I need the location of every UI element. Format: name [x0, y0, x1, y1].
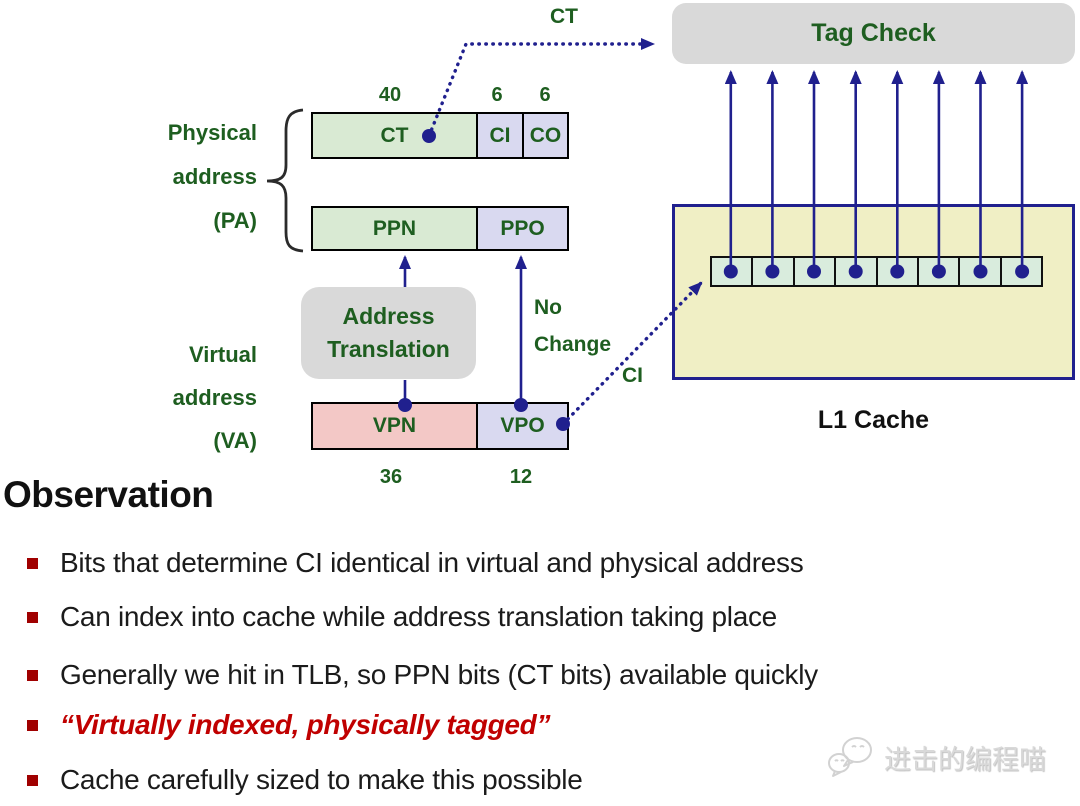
cache-cell — [834, 258, 876, 285]
vpn-field-label: VPN — [372, 414, 417, 437]
co-bits-label: 6 — [539, 84, 551, 106]
co-field: CO — [522, 114, 567, 157]
cache-cell — [958, 258, 1000, 285]
bullet-text: “Virtually indexed, physically tagged” — [60, 709, 551, 740]
bullet-text: Generally we hit in TLB, so PPN bits (CT… — [60, 659, 818, 690]
ppn-field-label: PPN — [372, 216, 417, 240]
vpo-field: VPO — [476, 404, 567, 448]
physical-address-line3: (PA) — [213, 208, 257, 233]
no-change-label: No Change — [534, 289, 611, 363]
vpo-field-label: VPO — [500, 414, 545, 437]
physical-address-line2: address — [172, 164, 257, 189]
cache-cell — [875, 258, 917, 285]
physical-address-label: Physical address (PA) — [40, 111, 257, 243]
bullet-item: Generally we hit in TLB, so PPN bits (CT… — [27, 657, 818, 693]
vpn-bits-label: 36 — [379, 466, 403, 488]
bullet-text: Bits that determine CI identical in virt… — [60, 547, 804, 578]
bullet-text: Cache carefully sized to make this possi… — [60, 764, 583, 795]
ppn-field: PPN — [313, 208, 476, 249]
chat-bubbles-icon — [828, 737, 872, 777]
address-translation-box: Address Translation — [301, 287, 476, 379]
cache-cell — [712, 258, 752, 285]
ci-bits-label: 6 — [491, 84, 503, 106]
watermark: 进击的编程喵 — [826, 735, 1046, 779]
bullet-item-emphasis: “Virtually indexed, physically tagged” — [27, 707, 550, 743]
bullet-square-icon — [27, 720, 38, 731]
cache-cell-row — [710, 256, 1043, 287]
ct-field-label: CT — [380, 123, 409, 147]
ct-bits-label: 40 — [378, 84, 402, 106]
l1-cache-label: L1 Cache — [817, 406, 930, 434]
physical-address-tag-bar: CT CI CO — [311, 112, 569, 159]
no-change-line1: No — [534, 296, 562, 319]
vpn-field: VPN — [313, 404, 476, 448]
vpo-bits-label: 12 — [509, 466, 533, 488]
cache-cell — [999, 258, 1041, 285]
watermark-text: 进击的编程喵 — [884, 744, 1046, 775]
ci-field: CI — [476, 114, 522, 157]
address-translation-line2: Translation — [327, 336, 450, 362]
bullet-square-icon — [27, 775, 38, 786]
cache-cell — [751, 258, 793, 285]
cache-cell — [792, 258, 835, 285]
ct-arrow-label: CT — [550, 5, 578, 28]
virtual-address-line1: Virtual — [188, 342, 257, 367]
bullet-item: Can index into cache while address trans… — [27, 599, 777, 635]
virtual-address-label: Virtual address (VA) — [40, 333, 257, 462]
bullet-item: Bits that determine CI identical in virt… — [27, 545, 804, 581]
page-title: Observation — [3, 474, 214, 515]
bullet-item: Cache carefully sized to make this possi… — [27, 762, 583, 798]
virtual-address-bar: VPN VPO — [311, 402, 569, 450]
address-translation-line1: Address — [342, 303, 435, 329]
ci-field-label: CI — [489, 123, 511, 147]
bullet-text: Can index into cache while address trans… — [60, 601, 777, 632]
no-change-line2: Change — [534, 333, 612, 356]
cache-cell — [916, 258, 959, 285]
bullet-square-icon — [27, 670, 38, 681]
tag-check-box: Tag Check — [672, 3, 1075, 64]
ct-field: CT — [313, 114, 476, 157]
co-field-label: CO — [529, 123, 562, 147]
virtual-address-line3: (VA) — [213, 428, 257, 453]
virtual-address-line2: address — [172, 385, 257, 410]
l1-cache-box — [672, 204, 1075, 380]
bullet-square-icon — [27, 558, 38, 569]
ppo-field-label: PPO — [500, 216, 545, 240]
pa-brace — [266, 108, 304, 253]
physical-address-bar: PPN PPO — [311, 206, 569, 251]
ci-arrow-label: CI — [622, 364, 643, 387]
physical-address-line1: Physical — [167, 120, 257, 145]
ppo-field: PPO — [476, 208, 567, 249]
bullet-square-icon — [27, 612, 38, 623]
vpo-to-ppo-arrow — [514, 255, 528, 412]
tag-check-label: Tag Check — [811, 19, 936, 47]
